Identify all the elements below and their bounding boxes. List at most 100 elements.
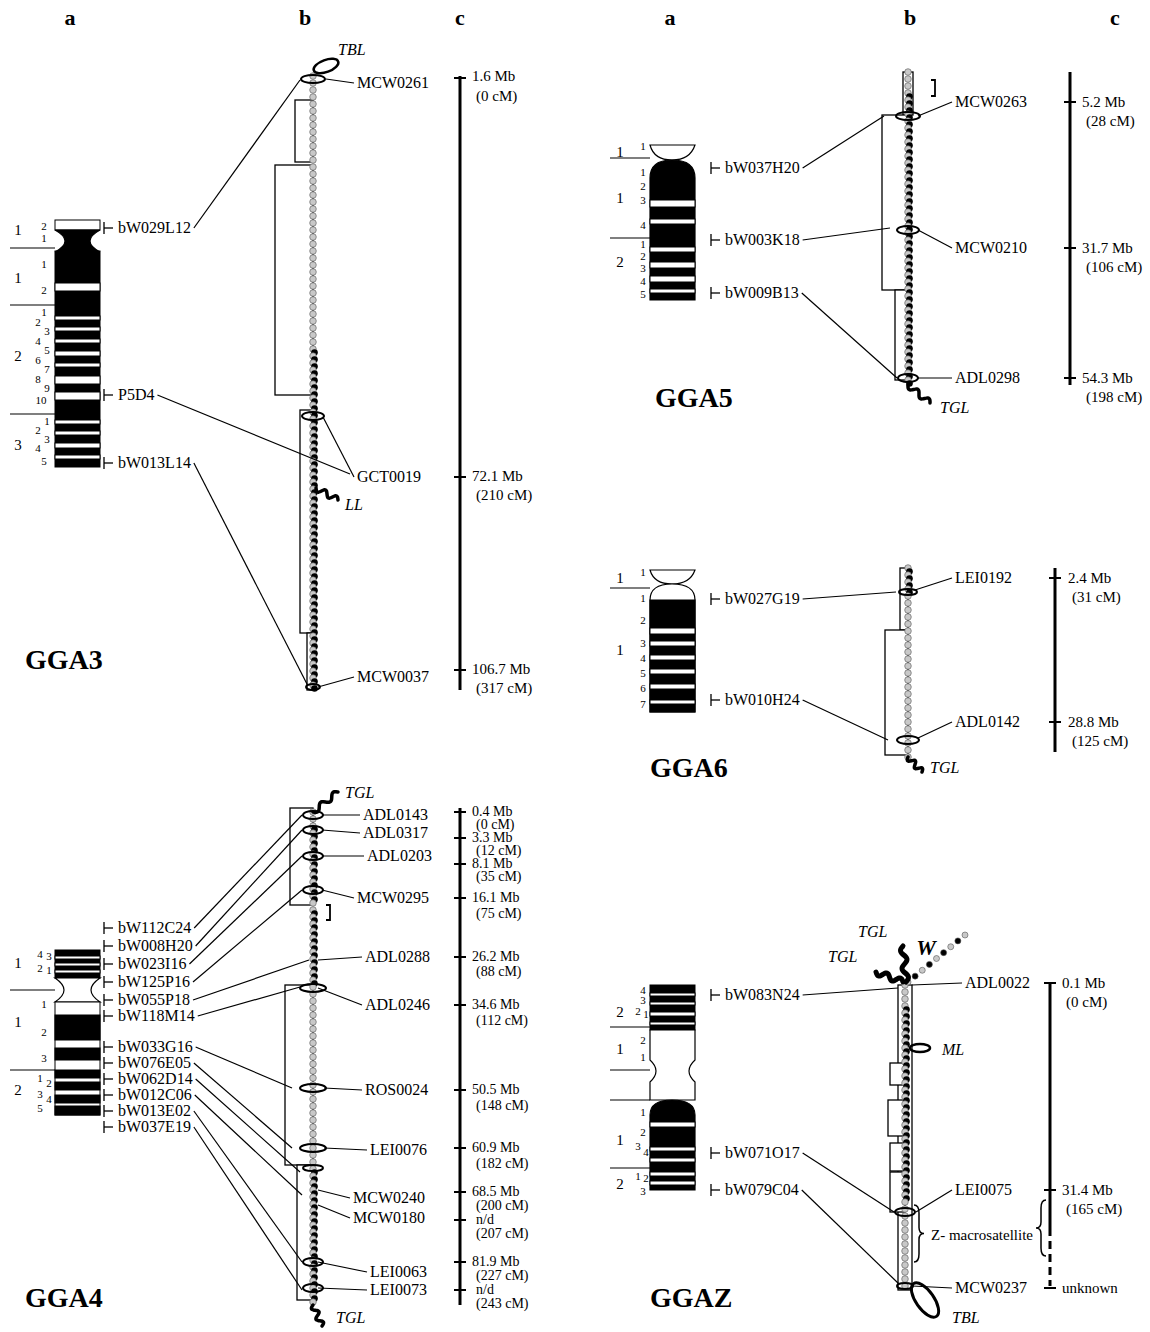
- probe-tick: [104, 945, 113, 946]
- giant-loop: [313, 792, 338, 813]
- band-number: 3: [640, 263, 646, 274]
- brace: [1036, 1200, 1046, 1256]
- bac-clone-label: bW013L14: [118, 455, 191, 471]
- scale-label: (35 cM): [476, 870, 522, 884]
- leader-line: [198, 987, 300, 1016]
- lateral-loop: [302, 412, 324, 420]
- leader-line: [912, 1286, 952, 1288]
- scale-label: 28.8 Mb: [1068, 715, 1119, 730]
- band-separator: [10, 247, 55, 248]
- chromomere: [919, 967, 925, 973]
- lateral-loop: [300, 1144, 326, 1152]
- probe-tick: [104, 227, 113, 228]
- chromosome-band: [55, 443, 100, 448]
- chromosome-band: [55, 363, 100, 367]
- probe-tick: [711, 598, 720, 599]
- band-number: 1: [14, 223, 22, 238]
- leader-line: [195, 1095, 302, 1195]
- bow-loop: [906, 1278, 944, 1321]
- scale-tick: [1044, 1287, 1056, 1289]
- probe-tick: [104, 462, 113, 463]
- chromomere: [310, 262, 317, 269]
- band-number: 4: [640, 653, 646, 664]
- leader-line: [916, 1190, 952, 1212]
- marker-label: LEI0075: [955, 1182, 1012, 1198]
- chromosome-band: [650, 160, 695, 300]
- chromomere: [310, 143, 317, 150]
- giant-loop: [907, 757, 922, 772]
- chromomere: [905, 83, 912, 90]
- lateral-loop: [897, 736, 919, 744]
- scale-tick: [454, 837, 466, 839]
- scale-label: 1.6 Mb: [472, 69, 515, 84]
- leader-line: [194, 463, 308, 686]
- band-number: 2: [635, 1006, 641, 1017]
- marker-label: LEI0076: [370, 1142, 427, 1158]
- leader-line: [918, 230, 952, 248]
- band-number: 3: [640, 995, 646, 1006]
- probe-tick: [104, 394, 113, 395]
- leader-line: [803, 228, 890, 240]
- chromosome-title: GGA4: [25, 1284, 103, 1312]
- chromomere: [310, 171, 317, 178]
- panel-letter: a: [665, 7, 676, 29]
- bac-clone-label: bW008H20: [118, 938, 193, 954]
- probe-tick: [104, 1126, 113, 1127]
- band-number: 8: [35, 374, 41, 385]
- lateral-loop: [896, 112, 920, 120]
- leader-line: [318, 1262, 367, 1272]
- scale-axis: [459, 76, 462, 690]
- chromomere: [905, 677, 912, 684]
- chromomere: [905, 698, 912, 705]
- marker-label: MCW0263: [955, 94, 1027, 110]
- giant-loop: [876, 972, 903, 982]
- bac-clone-label: bW079C04: [725, 1182, 799, 1198]
- band-number: 4: [640, 276, 646, 287]
- band-number: 2: [640, 181, 646, 192]
- chromomere: [905, 69, 912, 76]
- band-number: 2: [640, 1035, 646, 1046]
- band-number: 3: [44, 434, 50, 445]
- leader-line: [803, 116, 884, 168]
- giant-loop: [316, 488, 338, 500]
- scale-axis: [459, 808, 462, 1305]
- scale-label: 34.6 Mb: [472, 998, 519, 1012]
- band-separator: [10, 989, 55, 990]
- probe-tick: [104, 999, 113, 1000]
- chromomere: [955, 938, 961, 944]
- band-number: 4: [640, 220, 646, 231]
- scale-label: (12 cM): [476, 844, 522, 858]
- bac-clone-label: bW013E02: [118, 1103, 191, 1119]
- loop-label: TGL: [336, 1310, 365, 1326]
- scale-tick: [454, 1289, 466, 1291]
- band-number: 1: [640, 167, 646, 178]
- chromosome-title: GGA5: [655, 384, 733, 412]
- loop-outline: [898, 985, 912, 1290]
- probe-tick: [104, 981, 113, 982]
- chromomere: [310, 1103, 317, 1110]
- chromomere: [310, 1026, 317, 1033]
- scale-label: (106 cM): [1086, 260, 1142, 275]
- scale-axis: [1054, 568, 1057, 752]
- chromosome-band: [650, 655, 695, 660]
- chromosome-band: [650, 262, 695, 268]
- scale-label: (207 cM): [476, 1227, 529, 1241]
- bac-clone-label: P5D4: [118, 387, 154, 403]
- chromomere: [902, 1248, 909, 1255]
- scale-tick: [454, 1004, 466, 1006]
- probe-tick: [104, 1046, 113, 1047]
- band-number: 5: [44, 345, 50, 356]
- scale-label: (112 cM): [476, 1014, 528, 1028]
- scale-label: (210 cM): [476, 488, 532, 503]
- chromomere: [310, 276, 317, 283]
- lateral-loop: [303, 826, 323, 834]
- region-label: Z- macrosatellite: [927, 1227, 1037, 1244]
- band-number: 1: [14, 271, 22, 286]
- chromosome-band: [55, 351, 100, 356]
- chromosome-band: [650, 584, 695, 712]
- bac-clone-label: bW037H20: [725, 160, 800, 176]
- band-number: 1: [640, 567, 646, 578]
- chromomere: [310, 332, 317, 339]
- band-separator: [10, 413, 55, 414]
- marker-label: LEI0073: [370, 1282, 427, 1298]
